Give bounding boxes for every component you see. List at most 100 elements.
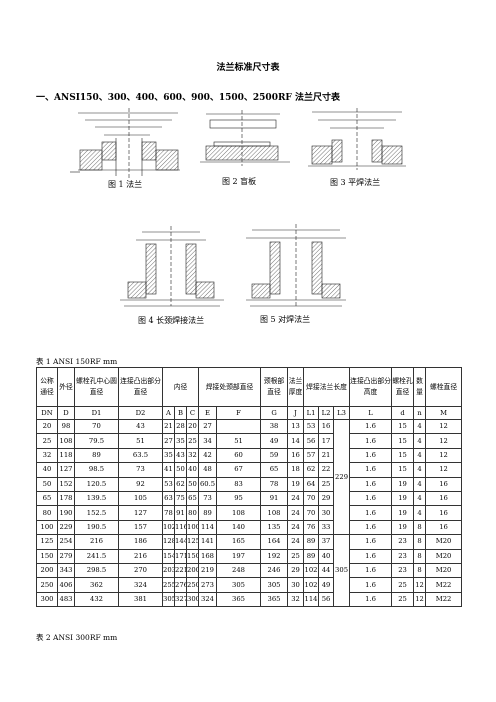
- table-cell: 381: [118, 591, 163, 608]
- table-cell: 8: [413, 519, 427, 536]
- table-cell: 483: [57, 591, 75, 608]
- table-cell: 1.6: [349, 418, 393, 435]
- table-cell: 125: [185, 534, 200, 550]
- symbol-cell: M: [425, 406, 463, 420]
- symbol-cell: F: [216, 406, 262, 420]
- symbol-cell: A: [162, 406, 175, 420]
- table-cell: 80: [36, 505, 58, 521]
- table-cell: 50: [185, 476, 200, 492]
- table-cell: 4: [413, 490, 427, 507]
- table-cell: 30: [318, 505, 335, 521]
- table-cell: 63: [162, 490, 175, 507]
- table-cell: 255: [162, 577, 175, 593]
- table-cell: 19: [391, 476, 415, 492]
- table-cell: 21: [318, 447, 335, 464]
- table-cell: 118: [57, 447, 75, 464]
- table-cell: 62: [174, 476, 187, 492]
- table-cell: 221: [174, 562, 187, 579]
- table-cell: 73: [118, 462, 163, 478]
- table-cell: 24: [287, 519, 305, 536]
- table-cell: 40: [36, 462, 58, 478]
- table-cell: 59: [260, 447, 289, 464]
- table-cell: 116: [174, 519, 187, 536]
- symbol-cell: L2: [318, 406, 335, 420]
- table-cell: 108: [216, 505, 262, 521]
- table-cell: 89: [198, 505, 218, 521]
- table-cell: M20: [425, 562, 463, 579]
- table-cell: 100: [185, 519, 200, 536]
- table-cell: 14: [287, 433, 305, 449]
- ansi150-dimension-table: 公称通径 外径 螺栓孔中心圆直径 连接凸出部分直径 内径 焊接处颈部直径 颈根部…: [36, 367, 463, 608]
- table-cell: 4: [413, 433, 427, 449]
- table-cell: 105: [118, 490, 163, 507]
- table-cell: 343: [57, 562, 75, 579]
- table-cell: 21: [162, 418, 175, 435]
- table-cell: 20: [36, 418, 58, 435]
- table-cell: 120.5: [74, 476, 119, 492]
- table-cell: 23: [391, 534, 415, 550]
- table-cell: 12: [425, 447, 463, 464]
- table-cell: 15: [391, 462, 415, 478]
- symbol-cell: D1: [74, 406, 119, 420]
- table-cell: 216: [118, 548, 163, 564]
- table-cell: 190.5: [74, 519, 119, 536]
- table-cell: 16: [425, 476, 463, 492]
- table-cell: 25: [318, 476, 335, 492]
- l-merged-cell: 305: [333, 534, 351, 608]
- table-cell: 241.5: [74, 548, 119, 564]
- table-cell: 98: [57, 418, 75, 435]
- table-cell: 12: [425, 462, 463, 478]
- table-cell: M22: [425, 591, 463, 608]
- fig5-butt-weld-flange-drawing: [246, 224, 346, 307]
- table-row: 30048343238130532730032436536532114561.6…: [36, 591, 463, 608]
- table-cell: 16: [318, 418, 335, 435]
- table-cell: 1.6: [349, 548, 393, 564]
- table-cell: 200: [185, 562, 200, 579]
- header-raised-face-height: 连接凸出部分高度: [349, 367, 393, 407]
- table-cell: 25: [185, 433, 200, 449]
- table-cell: 154: [162, 548, 175, 564]
- table-cell: 365: [216, 591, 262, 608]
- table-cell: 89: [303, 534, 320, 550]
- table-cell: 63.5: [118, 447, 163, 464]
- table-cell: 12: [413, 577, 427, 593]
- table-cell: 1.6: [349, 490, 393, 507]
- table-cell: 246: [260, 562, 289, 579]
- table-cell: 305: [260, 577, 289, 593]
- table-cell: 62: [303, 462, 320, 478]
- table-cell: 65: [36, 490, 58, 507]
- table-cell: 25: [391, 577, 415, 593]
- table-cell: 89: [74, 447, 119, 464]
- fig2-blind-plate-drawing: [200, 110, 290, 166]
- table-cell: 4: [413, 505, 427, 521]
- table-row: 200343298.527020322120021924824629102441…: [36, 562, 463, 579]
- table-cell: 18: [287, 462, 305, 478]
- table-cell: 19: [391, 505, 415, 521]
- table-cell: 108: [57, 433, 75, 449]
- header-nominal-diameter: 公称通径: [36, 367, 58, 407]
- table-cell: 144: [174, 534, 187, 550]
- header-bolt-diameter: 螺栓直径: [425, 367, 463, 407]
- table-cell: 27: [162, 433, 175, 449]
- table-cell: 65: [260, 462, 289, 478]
- table-cell: 127: [57, 462, 75, 478]
- table-cell: 24: [287, 490, 305, 507]
- section-title: 一、ANSI150、300、400、600、900、1500、2500RF 法兰…: [36, 93, 340, 103]
- table-cell: 1.6: [349, 577, 393, 593]
- table-cell: 1.6: [349, 433, 393, 449]
- table-cell: 150: [185, 548, 200, 564]
- header-neck-root-diameter: 颈根部直径: [260, 367, 289, 407]
- header-outer-diameter: 外径: [57, 367, 75, 407]
- fig3-caption: 图 3 平焊法兰: [330, 177, 380, 187]
- table-cell: 22: [318, 462, 335, 478]
- table-cell: 51: [216, 433, 262, 449]
- table-cell: M20: [425, 548, 463, 564]
- table-cell: 95: [216, 490, 262, 507]
- fig5-caption: 图 5 对焊法兰: [260, 314, 310, 324]
- table-cell: 25: [287, 548, 305, 564]
- table-header-row: 公称通径 外径 螺栓孔中心圆直径 连接凸出部分直径 内径 焊接处颈部直径 颈根部…: [36, 367, 463, 407]
- table-cell: M22: [425, 577, 463, 593]
- table-cell: 56: [303, 433, 320, 449]
